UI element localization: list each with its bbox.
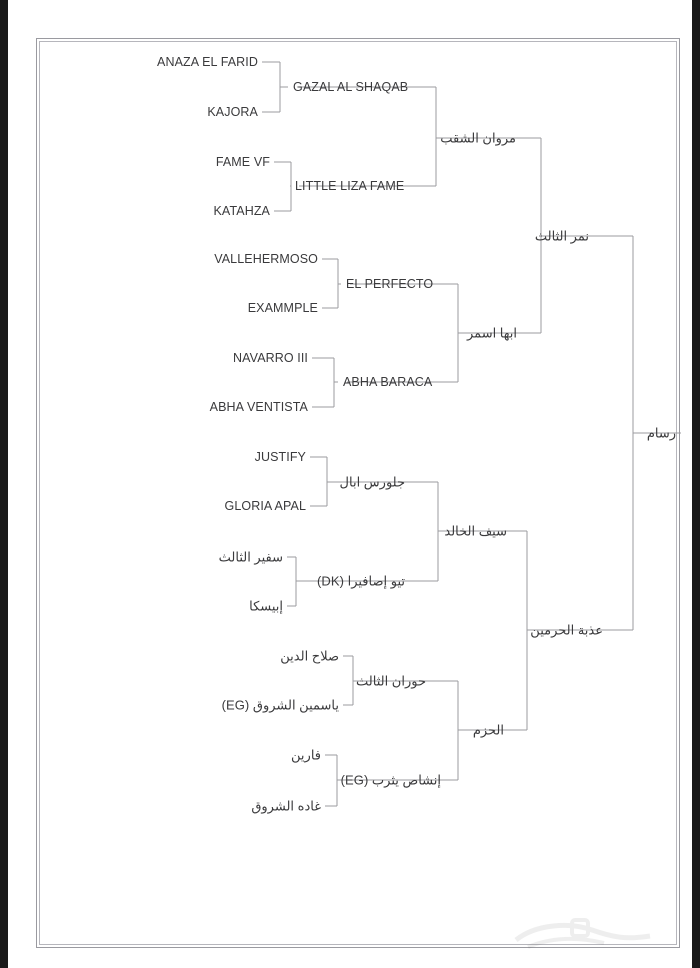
pedigree-node-g2_5: جلورس ابال — [339, 474, 405, 490]
pedigree-node-g1_14: ياسمين الشروق (EG) — [221, 697, 339, 713]
pedigree-node-g1_12: إبيسكا — [249, 598, 283, 614]
pedigree-nodes: ANAZA EL FARID KAJORA FAME VF KATAHZA VALLEH… — [8, 0, 700, 968]
pedigree-node-g2_7: حوران الثالث — [356, 673, 426, 689]
connector-lines — [262, 61, 681, 807]
pedigree-node-g1_3: FAME VF — [215, 154, 270, 169]
pedigree-node-g1_11: سفير الثالث — [218, 549, 283, 565]
pedigree-node-g2_4: ABHA BARACA — [343, 374, 433, 389]
pedigree-node-g4_2: عذبة الحرمين — [530, 622, 603, 638]
pedigree-node-g4_1: نمر الثالث — [534, 228, 589, 244]
pedigree-node-g2_1: GAZAL AL SHAQAB — [293, 79, 409, 94]
pedigree-node-g5_1: رسام — [646, 425, 676, 441]
pedigree-node-g1_8: ABHA VENTISTA — [209, 399, 308, 414]
page-background: ANAZA EL FARID KAJORA FAME VF KATAHZA VALLEH… — [8, 0, 692, 968]
pedigree-node-g3_2: ابها اسمر — [467, 325, 517, 341]
pedigree-node-g3_1: مروان الشقب — [440, 130, 516, 146]
pedigree-node-g1_16: غاده الشروق — [251, 798, 321, 814]
pedigree-node-g1_1: ANAZA EL FARID — [157, 54, 258, 69]
pedigree-node-g1_9: JUSTIFY — [254, 449, 306, 464]
pedigree-node-g1_5: VALLEHERMOSO — [214, 251, 318, 266]
pedigree-node-g2_3: EL PERFECTO — [346, 276, 434, 291]
pedigree-node-g1_15: فارين — [291, 747, 321, 763]
pedigree-node-g1_2: KAJORA — [207, 104, 258, 119]
pedigree-sheet — [36, 38, 680, 948]
pedigree-node-g3_3: سيف الخالد — [444, 523, 507, 539]
pedigree-node-g1_7: NAVARRO III — [233, 350, 308, 365]
pedigree-node-g1_4: KATAHZA — [213, 203, 270, 218]
pedigree-node-g3_4: الحزم — [472, 722, 504, 738]
pedigree-node-g1_10: GLORIA APAL — [224, 498, 306, 513]
watermark-mark — [514, 918, 651, 949]
pedigree-node-g2_6: تيو إصافيرا (DK) — [317, 573, 405, 589]
pedigree-node-g2_8: إنشاص يثرب (EG) — [340, 772, 441, 788]
pedigree-node-g2_2: LITTLE LIZA FAME — [295, 178, 405, 193]
pedigree-node-g1_6: EXAMMPLE — [247, 300, 318, 315]
pedigree-node-g1_13: صلاح الدين — [280, 648, 339, 664]
